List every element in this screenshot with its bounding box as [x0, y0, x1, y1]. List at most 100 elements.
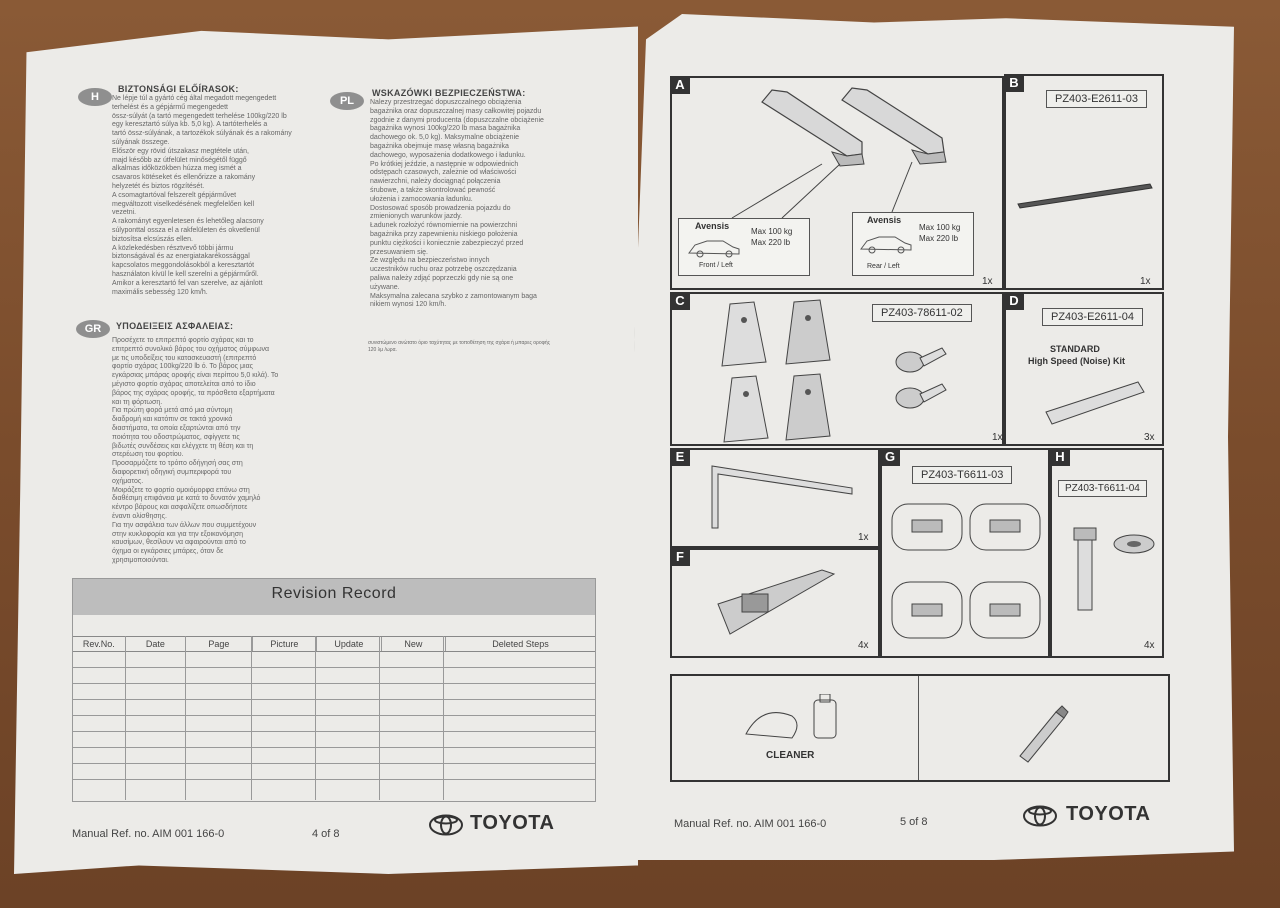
text-line: punktu ciężkości i koniecznie zabezpiecz… [370, 239, 524, 247]
text-line: egy keresztartó súlya kb. 5,0 kg). A tar… [112, 121, 268, 129]
left-brand: TOYOTA [470, 812, 555, 834]
badge-gr: GR [76, 320, 110, 338]
text-line: helyzetét és biztos rögzítését. [112, 182, 205, 190]
text-line: vezetni. [112, 209, 137, 217]
panel-b-qty: 1x [1140, 276, 1151, 287]
panel-d-kit: High Speed (Noise) Kit [1028, 356, 1126, 366]
table-row [73, 731, 595, 732]
toyota-emblem-icon [1023, 805, 1057, 827]
col-date: Date [126, 637, 187, 651]
panel-d-code: PZ403-E2611-04 [1042, 308, 1143, 326]
table-divider [125, 636, 126, 800]
panel-d: D PZ403-E2611-04 STANDARD High Speed (No… [1004, 292, 1164, 446]
table-divider [315, 636, 316, 800]
text-line: A közlekedésben résztvevő többi jármu [112, 244, 234, 252]
panel-b-code: PZ403-E2611-03 [1046, 90, 1147, 108]
text-line: bagażnika obejmuje masę własną bagażnika [370, 142, 509, 150]
greek-text: Προσέχετε το επιτρεπτό φορτίο σχάρας και… [112, 337, 332, 566]
text-line: ποιότητα του οδοστρώματος, σφίγγετε τις [112, 433, 240, 441]
table-row [73, 747, 595, 748]
hungarian-title: BIZTONSÁGI ELŐÍRASOK: [118, 84, 239, 94]
text-line: maximális sebesség 120 km/h. [112, 288, 208, 296]
front-max-kg: Max 100 kg [751, 227, 793, 236]
text-line: Για την ασφάλεια των άλλων που συμμετέχο… [112, 521, 257, 529]
cleaner-label: CLEANER [766, 750, 815, 761]
callout-front-left: Avensis Max 100 kg Max 220 lb Front / Le… [678, 218, 810, 276]
callout-lines [731, 161, 913, 219]
text-line: biztosítsa elcsúszás ellen. [112, 235, 193, 243]
table-row [73, 715, 595, 716]
col-new: New [382, 637, 447, 651]
panel-h: H PZ403-T6611-04 4x [1050, 448, 1164, 658]
table-divider [379, 636, 380, 800]
text-line: zgodnie z danymi producenta (dopuszczaln… [370, 116, 544, 124]
panel-e-qty: 1x [858, 532, 869, 543]
text-line: össz-súlyát (a tartó megengedett terhelé… [112, 112, 287, 120]
text-line: dachowego ok. 5,0 kg). Maksymalne obciąż… [370, 134, 520, 142]
left-page-number: 4 of 8 [312, 828, 340, 840]
right-brand: TOYOTA [1066, 803, 1151, 825]
panel-g: G PZ403-T6611-03 [880, 448, 1050, 658]
text-line: zmienionych warunków jazdy. [370, 213, 463, 221]
col-picture: Picture [253, 637, 318, 651]
toyota-emblem-icon [429, 814, 463, 836]
panel-c-qty: 1x [992, 432, 1003, 443]
text-line: paliwa należy zdjąć poprzeczki gdy nie s… [370, 274, 514, 282]
text-line: φορτίο σχάρας 100kg/220 lb ό. Το βάρος μ… [112, 363, 253, 371]
front-position: Front / Left [699, 262, 733, 269]
revision-record-title: Revision Record [73, 579, 595, 615]
col-update: Update [317, 637, 382, 651]
panel-f-label: F [670, 548, 690, 566]
front-max-lb: Max 220 lb [751, 238, 791, 247]
text-line: Μοιράζετε το φορτίο ομοιόμορφα επάνω στη [112, 486, 250, 494]
text-line: έναντι ολίσθησης. [112, 512, 167, 520]
polish-text: Nalezy przestrzegać dopuszczalnego obcią… [370, 99, 590, 310]
cleaner-hands-illustration [745, 694, 837, 739]
text-line: στερέωση του φορτίου. [112, 451, 184, 459]
text-line: használaton kívül le kell szerelni a gép… [112, 270, 259, 278]
text-line: ułożenia i zamocowania ładunku. [370, 195, 473, 203]
text-line: uczestników ruchu oraz potrzebę oszczędz… [370, 266, 517, 274]
rubber-strip-illustration [1017, 183, 1153, 209]
text-line: biztonságával és az energiatakarékosságg… [112, 253, 250, 261]
panel-f-qty: 4x [858, 640, 869, 651]
text-line: csavaros kötéseket és ellenőrizze a rako… [112, 174, 256, 182]
mounting-plates-illustration [891, 503, 1041, 639]
panel-h-qty: 4x [1144, 640, 1155, 651]
text-line: και τη φόρτωση. [112, 398, 163, 406]
text-line: Προσέχετε το επιτρεπτό φορτίο σχάρας και… [112, 337, 254, 344]
text-line: κέντρο βάρους και ασφαλίζετε οπωσδήποτε [112, 504, 248, 512]
text-line: Először egy rövid útszakasz megtétele ut… [112, 147, 249, 155]
wind-deflector-illustration [1045, 381, 1145, 425]
clamp-bracket-illustration [717, 569, 836, 635]
table-row [73, 667, 595, 668]
rear-position: Rear / Left [867, 263, 900, 270]
text-line: χρησιμοποιούνται. [112, 556, 169, 564]
revision-record-table: Revision Record Rev.No. Date Page Pictur… [72, 578, 596, 802]
panel-g-code: PZ403-T6611-03 [912, 466, 1013, 484]
cutter-knife-icon [1019, 705, 1069, 763]
panel-f: F 4x [670, 548, 880, 658]
panel-d-label: D [1004, 292, 1024, 310]
text-line: Maksymalna zalecana szybko z zamontowany… [370, 292, 537, 300]
text-line: odstępach czasowych, zależnie od właściw… [370, 169, 517, 177]
panel-divider [918, 676, 919, 780]
text-line: όχημα οι εγκάρσιες μπάρες, όταν δε [112, 548, 224, 556]
text-line: śrubowe, a także skontrolować pewność [370, 186, 496, 194]
text-line: bagażnika wynosi 100kg/220 lb masa bagaż… [370, 125, 521, 133]
badge-h: H [78, 88, 112, 106]
front-model: Avensis [695, 221, 730, 231]
text-line: διαθέσιμη επιφάνεια με κατά το δυνατόν χ… [112, 495, 261, 503]
text-line: A csomagtartóval felszerelt gépjárművet [112, 191, 237, 199]
text-line: οχήματος. [112, 477, 144, 485]
table-row [73, 763, 595, 764]
left-page [14, 26, 638, 874]
text-line: Ładunek rozłożyć równomiernie na powierz… [370, 222, 518, 230]
bolt-washer-icon [1073, 527, 1155, 611]
text-line: βάρος της σχάρας οροφής, τα πρόσθετα εξα… [112, 389, 275, 397]
text-line: καυσίμων, θεσίλουν να αφαιρούνται από το [112, 539, 246, 547]
text-line: súlyponttal ossza el a rakfelületen és o… [112, 226, 260, 234]
text-line: terhelést és a gépjármű megengedett [112, 103, 228, 111]
text-line: súlyának összege. [112, 138, 170, 146]
car-front-icon [688, 240, 740, 258]
